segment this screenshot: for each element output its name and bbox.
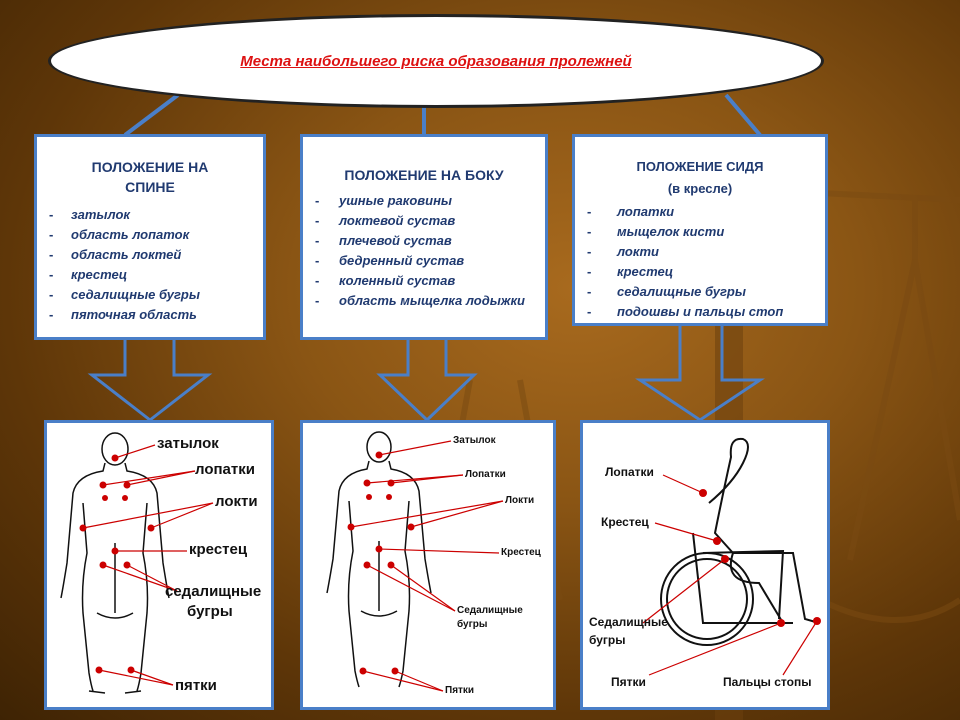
figure-label-ischial-2: бугры	[457, 619, 488, 630]
figure-label-ischial-2: бугры	[589, 633, 626, 647]
list-item: локти	[581, 242, 819, 262]
list-item: лопатки	[581, 202, 819, 222]
box-side-heading: ПОЛОЖЕНИЕ НА БОКУ	[344, 167, 504, 183]
figure-label-nape: Затылок	[453, 435, 496, 446]
figure-label-shoulder-blades: Лопатки	[605, 465, 654, 479]
list-item: локтевой сустав	[309, 211, 539, 231]
list-item: пяточная область	[43, 305, 257, 325]
list-item: седалищные бугры	[581, 282, 819, 302]
figure-panel-back: затылок лопатки локти крестец седалищные…	[44, 420, 274, 710]
figure-label-elbows: локти	[215, 493, 258, 510]
figure-label-shoulder-blades: лопатки	[195, 461, 255, 478]
box-back-list: затылок область лопаток область локтей к…	[43, 205, 257, 325]
title-oval: Места наибольшего риска образования прол…	[48, 14, 824, 108]
list-item: крестец	[43, 265, 257, 285]
human-body-back-figure	[60, 432, 214, 694]
list-item: крестец	[581, 262, 819, 282]
box-back-position: ПОЛОЖЕНИЕ НА СПИНЕ затылок область лопат…	[34, 134, 266, 340]
figure-label-ischial-2: бугры	[187, 603, 233, 620]
figure-label-nape: затылок	[157, 435, 219, 452]
figure-label-elbows: Локти	[505, 495, 535, 506]
figure-label-heels: пятки	[175, 677, 217, 694]
page-title: Места наибольшего риска образования прол…	[240, 52, 632, 70]
list-item: ушные раковины	[309, 191, 539, 211]
figure-label-ischial-1: седалищные	[165, 583, 262, 600]
wheelchair-sitting-figure	[642, 437, 821, 676]
box-side-list: ушные раковины локтевой сустав плечевой …	[309, 191, 539, 311]
list-item: коленный сустав	[309, 271, 539, 291]
figure-label-toes: Пальцы стопы	[723, 675, 812, 689]
figure-label-ischial-1: Седалищные	[457, 605, 523, 616]
list-item: область локтей	[43, 245, 257, 265]
human-body-side-figure	[326, 431, 504, 692]
list-item: подошвы и пальцы стоп	[581, 302, 819, 322]
box-side-position: ПОЛОЖЕНИЕ НА БОКУ ушные раковины локтево…	[300, 134, 548, 340]
box-back-heading: ПОЛОЖЕНИЕ НА СПИНЕ	[91, 159, 209, 195]
list-item: бедренный сустав	[309, 251, 539, 271]
figure-label-ischial-1: Седалищные	[589, 615, 668, 629]
figure-label-heels: Пятки	[611, 675, 646, 689]
figure-panel-side: Затылок Лопатки Локти Крестец Седалищные…	[300, 420, 556, 710]
box-sitting-heading: ПОЛОЖЕНИЕ СИДЯ	[636, 159, 764, 174]
figure-panel-sitting: Лопатки Крестец Седалищные бугры Пятки П…	[580, 420, 830, 710]
figure-label-sacrum: крестец	[189, 541, 248, 558]
box-sitting-position: ПОЛОЖЕНИЕ СИДЯ (в кресле) лопатки мыщело…	[572, 134, 828, 326]
box-sitting-list: лопатки мыщелок кисти локти крестец седа…	[581, 202, 819, 322]
figure-label-shoulder-blades: Лопатки	[465, 469, 506, 480]
list-item: плечевой сустав	[309, 231, 539, 251]
list-item: мыщелок кисти	[581, 222, 819, 242]
list-item: область лопаток	[43, 225, 257, 245]
list-item: затылок	[43, 205, 257, 225]
figure-label-sacrum: Крестец	[601, 515, 649, 529]
figure-label-heels: Пятки	[445, 685, 475, 696]
box-sitting-subheading: (в кресле)	[667, 181, 733, 196]
figure-label-sacrum: Крестец	[501, 547, 541, 558]
list-item: область мыщелка лодыжки	[309, 291, 539, 311]
list-item: седалищные бугры	[43, 285, 257, 305]
